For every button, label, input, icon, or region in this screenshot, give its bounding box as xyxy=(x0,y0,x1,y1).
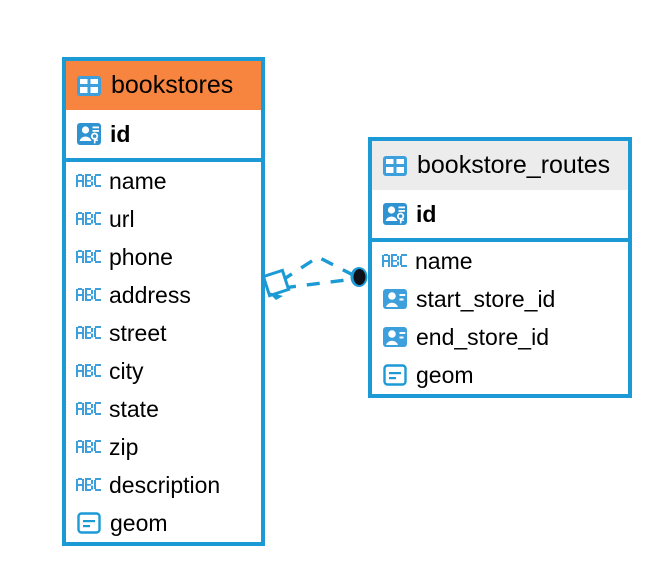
table-icon xyxy=(382,153,408,179)
field-row-geom[interactable]: geom xyxy=(372,356,628,394)
field-label: state xyxy=(109,395,159,422)
field-row-description[interactable]: description xyxy=(66,466,261,504)
field-label: start_store_id xyxy=(416,285,556,312)
foreign-key-icon xyxy=(382,286,408,312)
field-row-address[interactable]: address xyxy=(66,276,261,314)
field-label: id xyxy=(110,120,131,147)
field-label: address xyxy=(109,281,191,308)
field-row-city[interactable]: city xyxy=(66,352,261,390)
entity-title: bookstore_routes xyxy=(417,151,611,179)
field-label: city xyxy=(109,357,144,384)
primary-key-icon xyxy=(76,121,102,147)
table-icon xyxy=(76,73,102,99)
field-label: url xyxy=(109,205,135,232)
text-type-icon xyxy=(76,248,101,267)
field-row-end-store-id[interactable]: end_store_id xyxy=(372,318,628,356)
text-type-icon xyxy=(382,252,407,271)
entity-bookstores[interactable]: bookstores id xyxy=(62,57,265,546)
field-row-name[interactable]: name xyxy=(66,162,261,200)
field-label: geom xyxy=(416,361,474,388)
foreign-key-icon xyxy=(382,324,408,350)
text-type-icon xyxy=(76,362,101,381)
field-list-bookstore-routes: name start_store_id xyxy=(372,242,628,394)
field-row-url[interactable]: url xyxy=(66,200,261,238)
field-row-name[interactable]: name xyxy=(372,242,628,280)
relationship-line-lower xyxy=(282,277,355,290)
field-label: description xyxy=(109,471,221,498)
entity-header-bookstore-routes[interactable]: bookstore_routes xyxy=(372,141,628,190)
primary-key-section: id xyxy=(372,190,628,242)
field-list-bookstores: name u xyxy=(66,162,261,542)
field-label: geom xyxy=(110,509,168,536)
field-row-geom[interactable]: geom xyxy=(66,504,261,542)
text-type-icon xyxy=(76,286,101,305)
text-type-icon xyxy=(76,172,101,191)
filled-circle-marker xyxy=(350,267,368,287)
field-row-start-store-id[interactable]: start_store_id xyxy=(372,280,628,318)
text-type-icon xyxy=(76,324,101,343)
diamond-marker xyxy=(261,268,291,300)
entity-title: bookstores xyxy=(111,71,234,99)
entity-header-bookstores[interactable]: bookstores xyxy=(66,61,261,110)
field-row-street[interactable]: street xyxy=(66,314,261,352)
field-row-state[interactable]: state xyxy=(66,390,261,428)
field-row-primary-key[interactable]: id xyxy=(66,110,261,158)
field-label: end_store_id xyxy=(416,323,549,350)
geometry-type-icon xyxy=(382,362,408,388)
field-label: name xyxy=(415,247,473,274)
field-label: zip xyxy=(109,433,139,460)
entity-bookstore-routes[interactable]: bookstore_routes id xyxy=(368,137,632,398)
relationship-line-upper xyxy=(280,255,356,283)
primary-key-icon xyxy=(382,201,408,227)
field-label: street xyxy=(109,319,167,346)
field-row-zip[interactable]: zip xyxy=(66,428,261,466)
field-label: id xyxy=(416,200,437,227)
text-type-icon xyxy=(76,210,101,229)
text-type-icon xyxy=(76,400,101,419)
field-row-phone[interactable]: phone xyxy=(66,238,261,276)
field-label: name xyxy=(109,167,167,194)
field-row-primary-key[interactable]: id xyxy=(372,190,628,238)
text-type-icon xyxy=(76,438,101,457)
text-type-icon xyxy=(76,476,101,495)
field-label: phone xyxy=(109,243,173,270)
primary-key-section: id xyxy=(66,110,261,162)
geometry-type-icon xyxy=(76,510,102,536)
